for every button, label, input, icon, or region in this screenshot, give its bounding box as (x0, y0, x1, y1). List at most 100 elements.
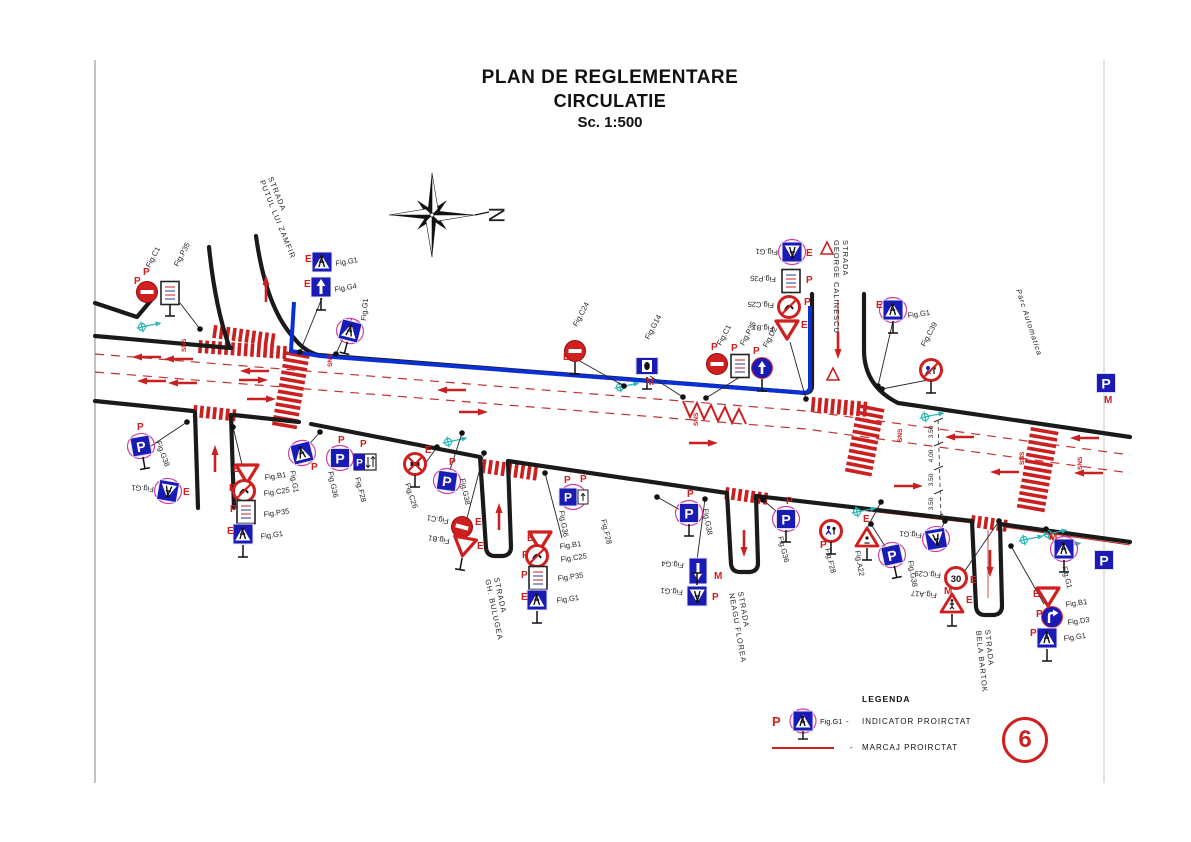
svg-text:P: P (1030, 628, 1037, 639)
svg-text:M: M (714, 571, 722, 582)
traffic-sign-fig-g1: Fig.G1E (305, 251, 359, 273)
svg-text:Fig.F28: Fig.F28 (823, 547, 838, 574)
traffic-sign-fig-c1: Fig.C1P (706, 323, 733, 375)
svg-text:P: P (712, 592, 719, 603)
lane-width-dimensions: 3.504.003.503.50 (928, 417, 944, 519)
svg-text:P: P (230, 504, 237, 515)
svg-text:P: P (356, 458, 363, 469)
svg-text:E: E (970, 575, 977, 586)
traffic-sign-fig-p35: Fig.P35 (160, 241, 192, 317)
svg-text:Fig.G1: Fig.G1 (335, 255, 359, 268)
svg-text:Fig.G1: Fig.G1 (755, 247, 778, 257)
svg-text:P: P (886, 547, 898, 565)
svg-text:Fig.C25: Fig.C25 (560, 551, 587, 564)
svg-text:Fig.G1: Fig.G1 (907, 308, 931, 320)
svg-text:3.50: 3.50 (928, 497, 935, 510)
main-road-bottom-curb-west (92, 398, 196, 414)
legend-p-prefix: P (772, 714, 781, 729)
legend-item-indicator: P Fig.G1 - INDICATOR PROIRCTAT (770, 708, 1030, 740)
svg-text:Fig.C26: Fig.C26 (403, 482, 420, 510)
legend-marcaj-desc: MARCAJ PROIRCTAT (862, 743, 959, 752)
bela-bartok-street (969, 518, 1005, 618)
page-title: PLAN DE REGLEMENTARE (481, 67, 739, 88)
main-road-bottom-curb-b (231, 412, 483, 460)
traffic-sign-park: PM (1096, 373, 1116, 406)
svg-text:E: E (966, 595, 973, 606)
traffic-sign-fig-g1: Fig.G1P (287, 439, 318, 494)
traffic-sign-fig-g1: Fig.G1 (335, 298, 370, 356)
traffic-sign-fig-g1: Fig.G1P (1030, 627, 1087, 662)
svg-text:M: M (1049, 532, 1057, 543)
main-road-bottom-curb-e (997, 521, 1133, 545)
traffic-sign-fig-g4: Fig.G4M (661, 557, 722, 585)
svg-text:Fig.F28: Fig.F28 (599, 518, 614, 545)
svg-text:Fig.C25: Fig.C25 (263, 485, 290, 498)
svg-text:Fig.G1: Fig.G1 (260, 529, 284, 541)
svg-text:STRADA: STRADA (841, 240, 850, 276)
traffic-sign-fig-p35: Fig.P35 P (230, 499, 290, 525)
svg-text:E: E (477, 541, 484, 552)
traffic-direction-arrows (132, 240, 1103, 577)
svg-text:Fig.G4: Fig.G4 (334, 281, 358, 294)
compass-star (388, 172, 476, 258)
pedestrian-crossing (198, 340, 287, 360)
svg-text:P: P (522, 550, 529, 561)
main-road-bottom-curb-c (505, 458, 730, 496)
traffic-sign-fig-g1: Fig.G1 M (1049, 532, 1079, 589)
svg-text:P: P (753, 346, 760, 357)
svg-text:Fig.P35: Fig.P35 (557, 570, 584, 583)
svg-text:P: P (229, 483, 236, 494)
svg-text:P: P (781, 512, 790, 528)
legend-fig-label: Fig.G1 (820, 717, 843, 726)
svg-text:P: P (360, 439, 367, 450)
svg-text:P: P (820, 540, 827, 551)
svg-text:Fig.G38: Fig.G38 (701, 508, 714, 536)
svg-text:P: P (338, 435, 345, 446)
svg-text:P: P (135, 438, 147, 455)
svg-text:E: E (801, 320, 808, 331)
svg-text:E: E (183, 487, 190, 498)
svg-text:SNS: SNS (181, 338, 188, 352)
svg-text:M: M (1104, 395, 1112, 406)
bulugea-street (477, 454, 514, 559)
traffic-sign-fig-f28: Fig.F28 (599, 518, 614, 545)
traffic-sign-park: P (1094, 550, 1114, 570)
traffic-sign-fig-g1: Fig.G1E (876, 296, 931, 334)
svg-text:Fig.C24: Fig.C24 (571, 301, 591, 328)
svg-text:GEORGE CALINESCU: GEORGE CALINESCU (832, 240, 841, 334)
svg-text:Fig.G36: Fig.G36 (776, 535, 791, 563)
compass-rose: N (474, 207, 509, 223)
svg-text:P: P (1099, 553, 1108, 569)
svg-text:Fig.P35: Fig.P35 (263, 506, 290, 519)
traffic-sign-fig-b1: Fig.B1E (427, 533, 484, 572)
svg-text:Fig.A22: Fig.A22 (853, 550, 866, 577)
traffic-sign-fig-c25: Fig.C25 P (522, 544, 587, 568)
blue-route-marking (289, 301, 812, 395)
svg-text:P: P (806, 275, 813, 286)
svg-text:P: P (1036, 609, 1043, 620)
svg-text:Fig.F28: Fig.F28 (353, 476, 368, 503)
svg-text:Fig.G38: Fig.G38 (458, 478, 472, 506)
svg-text:Fig.G1: Fig.G1 (1060, 565, 1074, 589)
legend-title: LEGENDA (862, 694, 911, 704)
sheet-number: 6 (1018, 726, 1032, 753)
svg-text:E: E (425, 445, 432, 456)
traffic-sign-fig-b1: Fig.B1E (1033, 586, 1088, 609)
neagu-florea-street (724, 490, 761, 575)
